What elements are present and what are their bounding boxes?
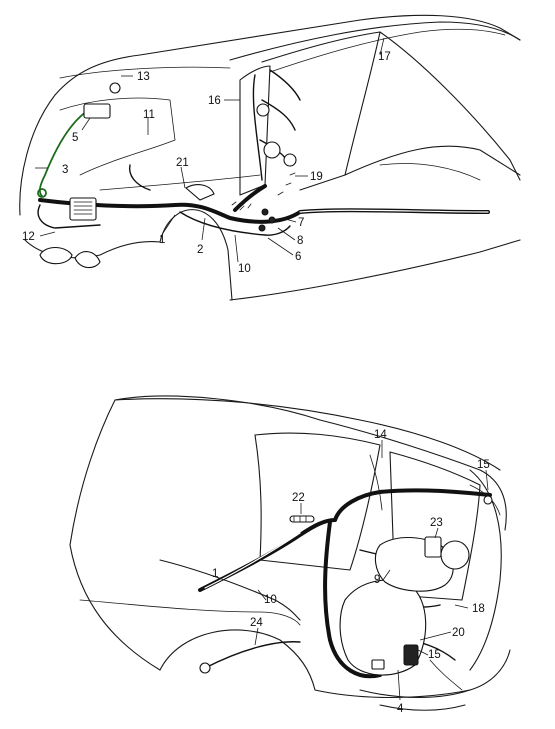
- door-wire: [379, 163, 481, 181]
- front-body-outline: [19, 14, 521, 216]
- callout-2: 2: [197, 244, 203, 256]
- roof-wire-14: [369, 454, 383, 511]
- callout-14: 14: [374, 429, 387, 441]
- instrument-a: [256, 103, 270, 117]
- dash-panel: [239, 65, 271, 196]
- callout-23: 23: [430, 517, 443, 529]
- fan-housing: [440, 540, 470, 570]
- wiper-motor: [185, 184, 215, 201]
- callout-16: 16: [208, 95, 221, 107]
- main-harness-rear: [198, 518, 337, 592]
- a-pillar: [379, 31, 521, 181]
- harness-left-rail: [37, 204, 101, 229]
- voltage-regulator-20: [403, 644, 419, 666]
- callout-19: 19: [310, 171, 323, 183]
- relay-5: [83, 103, 111, 119]
- callout-6: 6: [295, 251, 301, 263]
- callout-3: 3: [62, 164, 68, 176]
- harness-up: [333, 488, 492, 522]
- callout-7: 7: [298, 217, 304, 229]
- callout-1-top: 1: [159, 234, 165, 246]
- door-line: [344, 145, 521, 176]
- callout-1-bottom: 1: [212, 568, 218, 580]
- callout-15-top: 15: [477, 459, 490, 471]
- connector-clusters: [231, 172, 296, 211]
- bottom-callouts: 14 15 22 23 1 9 10 18 24 20 15 4: [212, 429, 490, 715]
- harness-down: [323, 520, 382, 679]
- front-wheel-arch: [159, 209, 233, 301]
- callout-18: 18: [472, 603, 485, 615]
- cowl-line: [99, 174, 261, 191]
- callout-22: 22: [292, 492, 305, 504]
- callout-9: 9: [374, 574, 380, 586]
- callout-4: 4: [397, 703, 404, 715]
- callout-11: 11: [143, 109, 155, 121]
- callout-8: 8: [297, 235, 303, 247]
- callout-17: 17: [378, 51, 391, 63]
- harness-branch-lower: [179, 211, 291, 236]
- fuse-box-front: [69, 197, 97, 221]
- clip-22: [289, 515, 315, 523]
- fender-lower: [24, 239, 161, 259]
- rocker-line: [229, 239, 521, 301]
- horn-2: [74, 251, 101, 269]
- connector-4: [371, 659, 385, 670]
- coil-23: [424, 536, 442, 558]
- callout-10-bottom: 10: [264, 594, 277, 606]
- rear-car-view: [69, 395, 511, 711]
- side-window: [254, 432, 381, 571]
- callout-20: 20: [452, 627, 465, 639]
- horn: [39, 246, 73, 265]
- callout-15-bottom: 15: [428, 649, 441, 661]
- trunk-lid: [59, 97, 176, 176]
- top-callouts: 13 17 11 16 5 3 21 19 7 8 6 12 1 2 10: [22, 51, 391, 275]
- callout-12: 12: [22, 231, 35, 243]
- roof-line: [229, 21, 521, 61]
- rear-fender: [69, 544, 511, 699]
- instrument-b: [263, 141, 281, 159]
- rear-body-outline: [69, 395, 507, 546]
- roof-wire: [269, 28, 506, 73]
- sill-wire-24: [204, 641, 301, 669]
- door-shut-line: [159, 559, 301, 621]
- sill-connector: [199, 662, 211, 674]
- trunk-wire: [128, 164, 151, 191]
- harness-to-dash: [233, 184, 267, 212]
- taillight-conn: [483, 495, 493, 505]
- sill-line: [79, 599, 301, 626]
- switch-7: [261, 208, 269, 216]
- callout-13: 13: [137, 71, 150, 83]
- callout-21: 21: [176, 157, 189, 169]
- rear-wheel-arch: [159, 629, 316, 691]
- switch-6: [258, 224, 266, 232]
- front-car-view: [19, 14, 521, 301]
- hood-edge: [59, 66, 231, 79]
- callout-5: 5: [72, 132, 78, 144]
- dash-wires: [252, 69, 301, 181]
- headlight-wire-green: [38, 107, 93, 197]
- rear-roof: [114, 398, 501, 471]
- engine-lid-edge: [469, 469, 502, 671]
- callout-10-top: 10: [238, 263, 251, 275]
- bumper: [359, 689, 471, 711]
- callout-24: 24: [250, 617, 263, 629]
- light-13: [109, 82, 121, 94]
- switch-8: [268, 216, 276, 224]
- instrument-c: [283, 153, 297, 167]
